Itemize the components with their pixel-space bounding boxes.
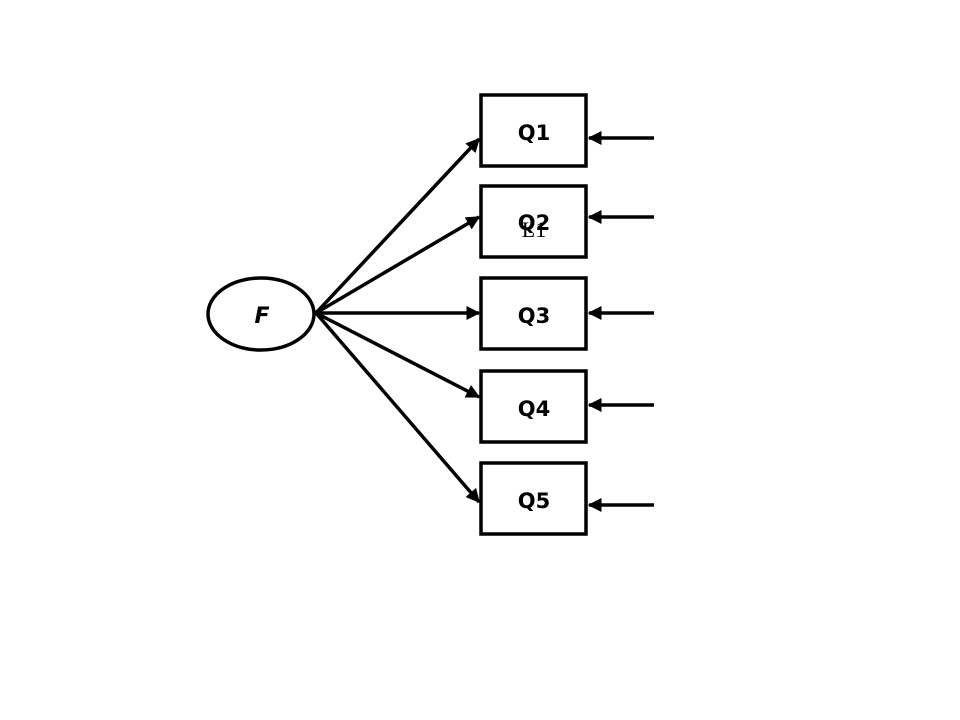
indicator-node-q4: Q4 (479, 369, 588, 444)
overlap-label: L1 (522, 217, 546, 242)
loading-arrow-q2 (315, 215, 481, 315)
indicator-box (479, 461, 588, 536)
loading-arrow-q4 (315, 311, 481, 399)
indicator-box (479, 184, 588, 259)
indicator-node-q3: Q3 (479, 276, 588, 351)
factor-ellipse (206, 276, 316, 352)
indicator-box (479, 369, 588, 444)
indicator-label: Q4 (518, 397, 550, 421)
loading-arrow-q5 (314, 311, 481, 504)
indicator-node-q2: L1 Q2 (479, 184, 588, 259)
indicator-label: Q1 (518, 121, 550, 145)
indicator-node-q5: Q5 (479, 461, 588, 536)
factor-label: F (254, 304, 269, 329)
indicator-label: Q5 (518, 489, 550, 513)
indicator-node-q1: Q1 (479, 93, 588, 168)
indicator-label: Q2 (518, 211, 550, 235)
indicator-box (479, 276, 588, 351)
factor-node: F (206, 276, 316, 352)
indicator-label: Q3 (518, 304, 550, 328)
indicator-box (479, 93, 588, 168)
loading-arrow-q1 (314, 137, 481, 315)
